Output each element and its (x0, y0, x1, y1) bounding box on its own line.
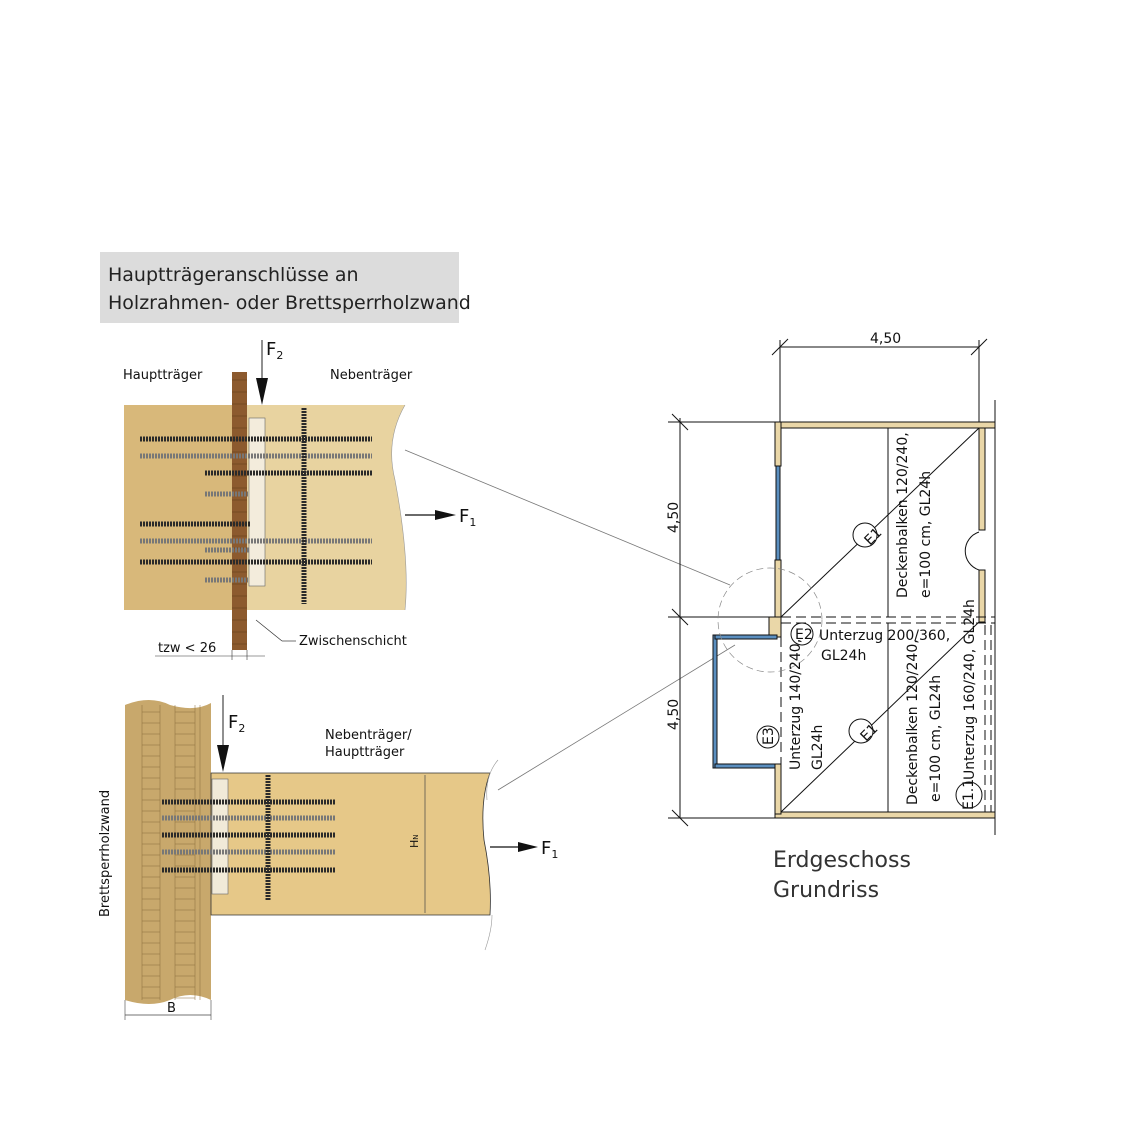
gap-label: tzw < 26 (158, 641, 216, 656)
connector-plate (248, 417, 266, 587)
force-f2-label: F2 (228, 712, 245, 735)
force-f2-label: F2 (266, 339, 283, 362)
dim-top: 4,50 (870, 331, 901, 347)
beam-lower-line-1: Deckenbalken 120/240, (905, 639, 921, 805)
interlayer-post (232, 372, 247, 650)
leader-line-top (404, 449, 731, 586)
detail-top: Hauptträger Nebenträger F2 F1 Zwischensc… (123, 339, 476, 660)
dim-left-lower: 4,50 (666, 699, 682, 730)
wall-label: Brettsperrholzwand (98, 790, 113, 917)
beam-lower-line-2: e=100 cm, GL24h (928, 675, 944, 802)
dim-left-upper: 4,50 (666, 502, 682, 533)
e2-tag: E2 (795, 627, 813, 643)
e3-text-2: GL24h (810, 725, 826, 770)
leader-line-bottom (497, 644, 736, 791)
force-f1-arrow (518, 842, 538, 852)
beam (210, 772, 491, 916)
force-f2-arrow (217, 745, 229, 772)
floor-plan-labels: 4,50 4,50 4,50 E1 E1 E2 E3 E1.1 Deckenba… (666, 331, 978, 903)
beam-label-2: Hauptträger (325, 745, 405, 760)
plan-caption-2: Grundriss (773, 878, 879, 903)
beam-upper-line-2: e=100 cm, GL24h (918, 471, 934, 598)
force-f1-label: F1 (459, 506, 476, 529)
main-beam-label: Hauptträger (123, 368, 203, 383)
width-label: B (167, 1001, 176, 1016)
e11-tag: E1.1 (961, 779, 977, 810)
force-f2-arrow (256, 378, 268, 405)
door-swing (964, 531, 980, 571)
detail-bottom: HN F2 F1 Nebenträger/ Hauptträger Bretts… (98, 695, 558, 1020)
title-line-1: Hauptträgeranschlüsse an (108, 264, 359, 286)
title-line-2: Holzrahmen- oder Brettsperrholzwand (108, 292, 471, 314)
e3-text-1: Unterzug 140/240, (788, 639, 804, 770)
beam-label-1: Nebenträger/ (325, 728, 412, 743)
e3-tag: E3 (761, 727, 777, 745)
beam-upper-line-1: Deckenbalken 120/240, (895, 432, 911, 598)
window (775, 465, 781, 561)
force-f1-arrow (435, 510, 456, 520)
e2-text-2: GL24h (821, 648, 866, 664)
plan-caption-1: Erdgeschoss (773, 848, 911, 873)
detail-callout-circle (717, 567, 823, 673)
e2-text-1: Unterzug 200/360, (819, 628, 950, 644)
secondary-beam-label: Nebenträger (330, 368, 413, 383)
force-f1-label: F1 (541, 838, 558, 861)
window (712, 634, 718, 769)
interlayer-label: Zwischenschicht (299, 634, 407, 649)
title-box: Hauptträgeranschlüsse an Holzrahmen- ode… (100, 252, 471, 323)
floor-plan (668, 338, 996, 835)
e11-text: Unterzug 160/240, GL24h (962, 599, 978, 780)
height-label: HN (408, 834, 421, 848)
